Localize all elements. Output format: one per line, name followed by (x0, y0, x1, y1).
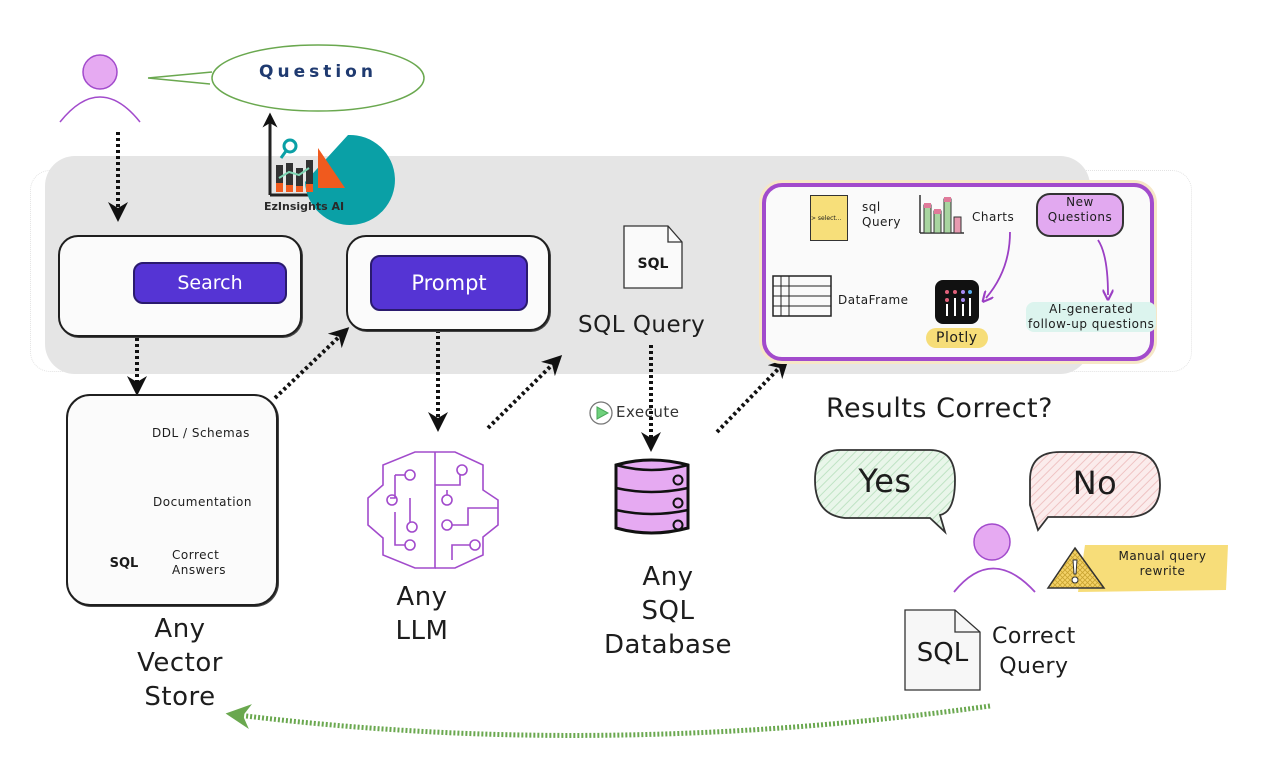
sql-query-doc-icon: > select... (810, 195, 848, 241)
yes-label[interactable]: Yes (858, 462, 912, 500)
search-button-label: Search (177, 272, 243, 294)
question-bubble-tail (147, 71, 213, 85)
yes-bubble (814, 449, 956, 535)
ai-followup-line-2: follow-up questions (1028, 317, 1155, 331)
play-icon (589, 401, 613, 425)
question-bubble (211, 44, 425, 112)
correct-answers-label: Correct Answers (172, 548, 226, 577)
ai-followup-line-1: AI-generated (1049, 302, 1134, 316)
vector-store-card (66, 394, 278, 606)
sql-file-icon (623, 225, 683, 289)
database-caption: Any SQL Database (588, 560, 748, 662)
new-questions-bubble: New Questions (1036, 193, 1124, 237)
user-icon (59, 54, 141, 123)
no-label[interactable]: No (1072, 464, 1118, 502)
db-caption-line-3: Database (603, 630, 733, 660)
llm-caption-line-1: Any (396, 582, 448, 612)
manual-rewrite-label: Manual query rewrite (1100, 549, 1225, 579)
correct-query-label: Correct Query (992, 622, 1076, 682)
dataframe-label: DataFrame (838, 293, 909, 307)
arrow-vector-to-prompt (273, 327, 350, 400)
new-questions-line-1: New (1066, 195, 1094, 209)
prompt-button-label: Prompt (411, 271, 487, 295)
vector-store-caption: Any Vector Store (130, 612, 230, 714)
brand-label: EzInsights AI (264, 200, 345, 213)
db-caption-line-1: Any (642, 562, 694, 592)
sql-snippet: > select... (811, 214, 842, 222)
sql-query-line-2: Query (862, 215, 901, 229)
sql-query-item: sql Query (862, 200, 901, 230)
vector-caption-line-3: Store (144, 682, 216, 712)
correct-query-line-1: Correct (992, 624, 1076, 649)
feedback-arrow (225, 703, 991, 738)
reviewer-icon (953, 523, 1036, 593)
dataframe-icon (772, 275, 832, 317)
manual-rewrite-line-1: Manual query (1118, 549, 1207, 563)
correct-query-file-label: SQL (916, 638, 969, 668)
documentation-label: Documentation (153, 495, 253, 509)
sql-query-line-1: sql (862, 200, 881, 214)
warning-icon (1046, 546, 1106, 589)
purple-arrows (980, 231, 1120, 310)
no-bubble (1029, 451, 1161, 532)
db-caption-line-2: SQL (641, 596, 695, 626)
vector-caption-line-1: Any (154, 614, 206, 644)
ddl-schemas-label: DDL / Schemas (152, 426, 250, 440)
sql-query-label: SQL Query (578, 312, 706, 338)
manual-rewrite-line-2: rewrite (1139, 564, 1186, 578)
search-button[interactable]: Search (133, 262, 287, 304)
prompt-button[interactable]: Prompt (370, 255, 528, 311)
sql-answers-file-label: SQL (109, 556, 139, 571)
arrow-llm-to-sql (486, 354, 563, 430)
sql-database-icon (614, 458, 690, 535)
llm-caption-line-2: LLM (395, 616, 449, 646)
new-questions-line-2: Questions (1047, 210, 1113, 224)
sql-file-label: SQL (637, 256, 669, 272)
execute-label: Execute (616, 403, 680, 421)
brain-icon (367, 451, 499, 569)
manual-rewrite-highlight (1078, 545, 1228, 592)
plotly-label: Plotly (926, 328, 988, 348)
question-label: Question (259, 62, 377, 82)
ai-followup-label: AI-generated follow-up questions (1026, 302, 1157, 332)
correct-query-file-icon (904, 609, 981, 691)
correct-query-line-2: Query (999, 654, 1069, 679)
results-correct-title: Results Correct? (826, 393, 1053, 424)
arrow-db-to-results (715, 357, 789, 434)
llm-caption: Any LLM (372, 580, 472, 648)
plotly-icon (935, 280, 979, 324)
charts-label: Charts (972, 210, 1015, 224)
vector-caption-line-2: Vector (137, 648, 223, 678)
charts-icon (919, 195, 964, 234)
ezinsights-logo (262, 112, 395, 225)
